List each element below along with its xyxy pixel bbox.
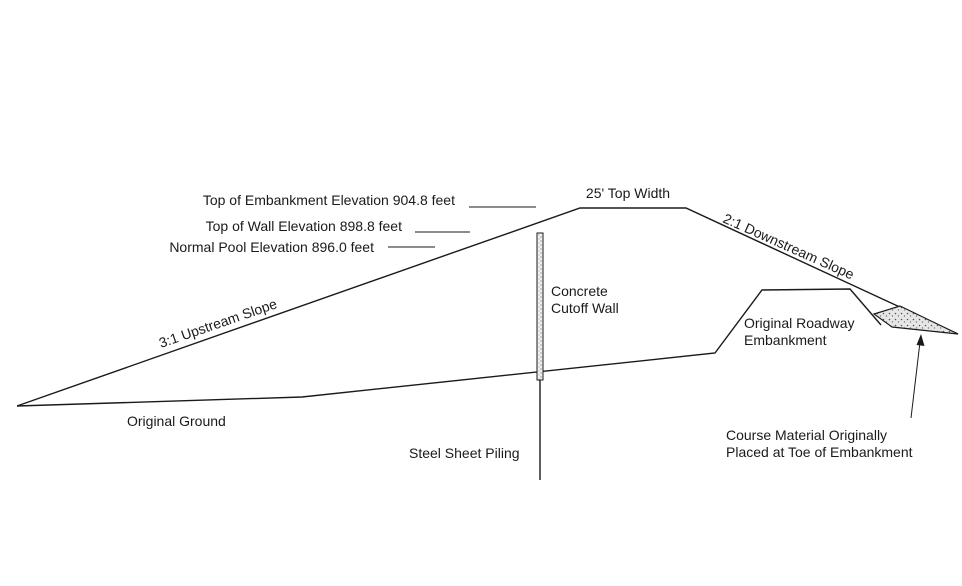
- course-material-arrow-line: [910, 341, 921, 419]
- downstream-slope-label: 2:1 Downstream Slope: [721, 210, 857, 282]
- roadway-label-line2: Embankment: [744, 332, 827, 348]
- concrete-cutoff-wall: [536, 232, 544, 381]
- course-material-label-line1: Course Material Originally: [726, 427, 887, 443]
- normal-pool-elevation-label: Normal Pool Elevation 896.0 feet: [169, 239, 374, 255]
- top-width-label: 25' Top Width: [586, 185, 670, 201]
- cutoff-wall-label-line2: Cutoff Wall: [551, 300, 619, 316]
- steel-sheet-piling-label: Steel Sheet Piling: [409, 445, 520, 461]
- top-wall-elevation-label: Top of Wall Elevation 898.8 feet: [206, 218, 402, 234]
- upstream-slope-label: 3:1 Upstream Slope: [157, 295, 279, 350]
- course-material-label-line2: Placed at Toe of Embankment: [726, 444, 913, 460]
- embankment-outline: [16, 207, 959, 407]
- original-ground-label: Original Ground: [127, 413, 226, 429]
- course-material-fill: [872, 305, 959, 335]
- arrow-head-icon: [916, 334, 925, 346]
- roadway-label-line1: Original Roadway: [744, 315, 855, 331]
- top-embankment-elevation-label: Top of Embankment Elevation 904.8 feet: [203, 192, 455, 208]
- cutoff-wall-label-line1: Concrete: [551, 283, 608, 299]
- original-ground-line: [16, 288, 882, 407]
